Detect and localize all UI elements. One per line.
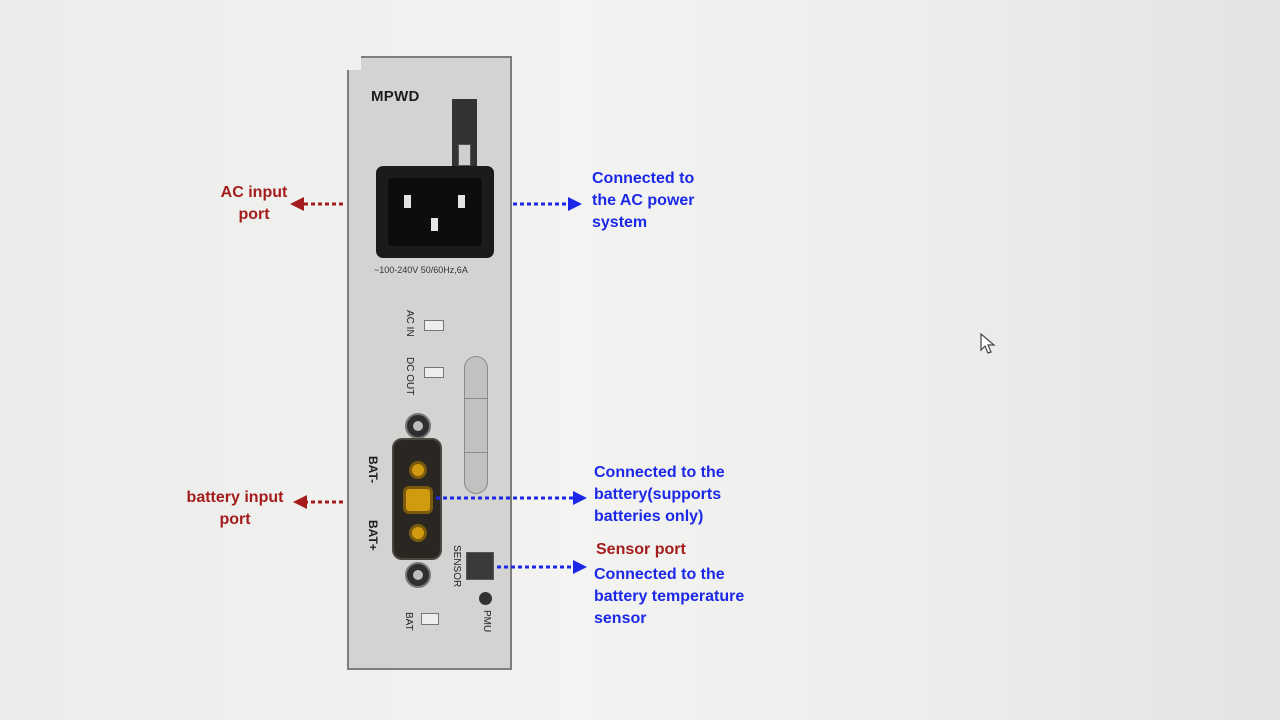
led-ac-in bbox=[424, 320, 444, 331]
callout-line: port bbox=[219, 511, 251, 528]
arrow-battery-connected bbox=[436, 491, 587, 505]
panel-handle bbox=[464, 356, 488, 494]
power-switch-knob bbox=[458, 144, 471, 166]
screw-top bbox=[405, 413, 431, 439]
handle-groove bbox=[464, 452, 488, 453]
ac-socket-inner bbox=[388, 178, 482, 246]
callout-line: the AC power bbox=[592, 192, 695, 209]
model-label: MPWD bbox=[371, 88, 420, 105]
sensor-port-icon bbox=[466, 552, 494, 580]
callout-battery-input-port: battery input port bbox=[176, 487, 294, 531]
mouse-cursor-icon bbox=[980, 333, 996, 354]
callout-sensor-connected: Connected to the battery temperature sen… bbox=[594, 564, 744, 630]
arrow-ac-connected bbox=[513, 197, 582, 211]
ac-pin-left bbox=[404, 195, 411, 208]
battery-pin-middle bbox=[403, 486, 433, 514]
arrow-ac-input bbox=[290, 197, 343, 211]
callout-line: Connected to the bbox=[594, 566, 725, 583]
battery-pin-top bbox=[409, 461, 427, 479]
led-dc-out bbox=[424, 367, 444, 378]
arrow-sensor bbox=[497, 560, 587, 574]
callout-line: port bbox=[238, 206, 270, 223]
callout-line: system bbox=[592, 214, 648, 231]
led-bat bbox=[421, 613, 439, 625]
callout-line: batteries only) bbox=[594, 508, 704, 525]
callout-line: Connected to the bbox=[594, 464, 725, 481]
callout-line: battery input bbox=[186, 489, 284, 506]
battery-pin-bottom bbox=[409, 524, 427, 542]
callout-line: battery(supports bbox=[594, 486, 722, 503]
screw-bottom bbox=[405, 562, 431, 588]
callout-battery-connected: Connected to the battery(supports batter… bbox=[594, 462, 725, 528]
ac-pin-ground bbox=[431, 218, 438, 231]
arrow-battery-input bbox=[293, 495, 343, 509]
power-rating-label: ~100-240V 50/60Hz,6A bbox=[374, 265, 468, 275]
callout-ac-connected: Connected to the AC power system bbox=[592, 168, 695, 234]
ac-pin-right bbox=[458, 195, 465, 208]
handle-groove bbox=[464, 398, 488, 399]
callout-line: Connected to bbox=[592, 170, 695, 187]
callout-line: battery temperature bbox=[594, 588, 745, 605]
callout-ac-input-port: AC input port bbox=[214, 182, 294, 226]
callout-sensor-port-title: Sensor port bbox=[596, 541, 686, 558]
pmu-indicator bbox=[479, 592, 492, 605]
callout-line: AC input bbox=[220, 184, 288, 201]
callout-line: sensor bbox=[594, 610, 647, 627]
